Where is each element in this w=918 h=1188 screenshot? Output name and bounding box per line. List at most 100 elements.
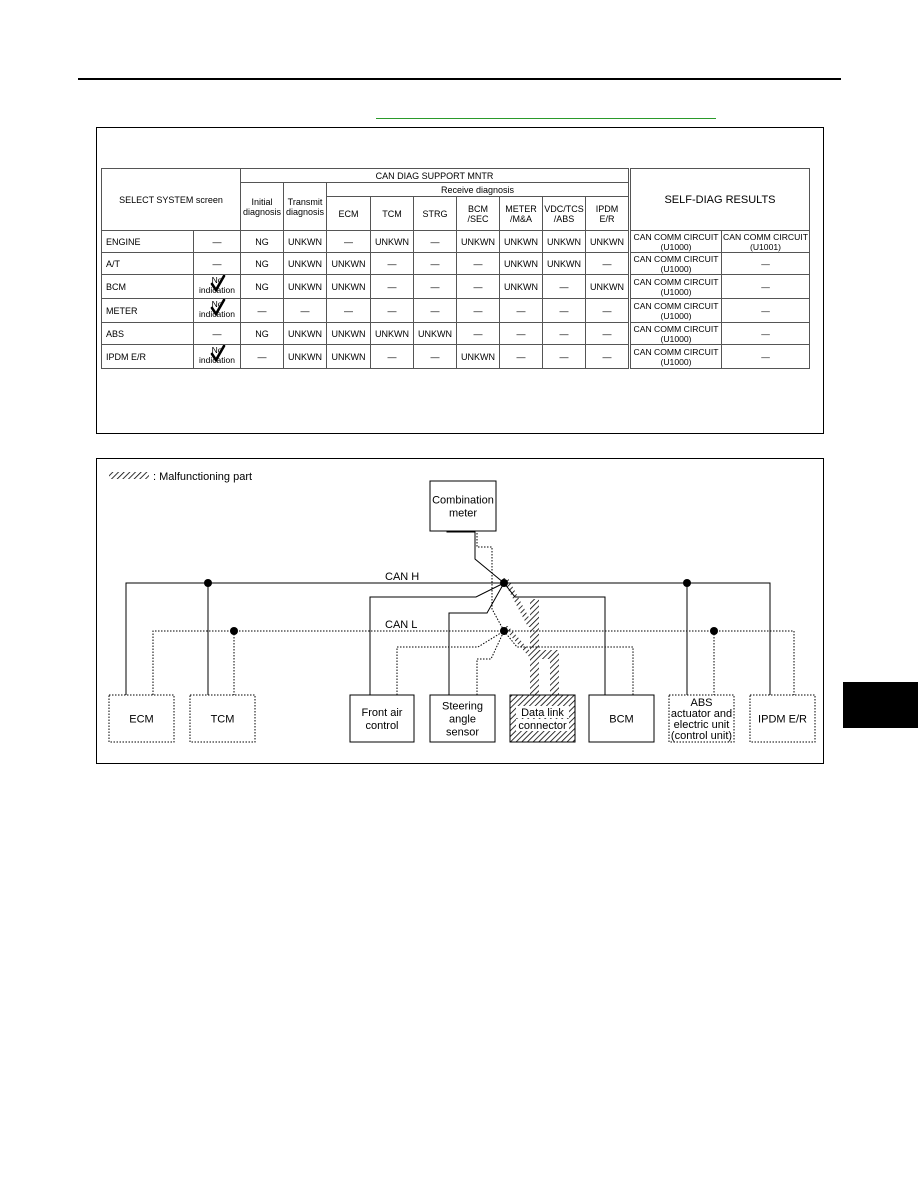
diag-value-cell: UNKWN (499, 252, 543, 275)
system-status-cell: — (193, 252, 241, 275)
diag-value-cell: UNKWN (456, 230, 500, 253)
diag-value-cell: NG (240, 274, 284, 299)
can-l-label: CAN L (385, 619, 417, 631)
diag-value-cell: UNKWN (542, 252, 586, 275)
self-diag-result-cell: CAN COMM CIRCUIT(U1000) (630, 344, 722, 369)
system-name-cell: BCM (101, 274, 194, 299)
diag-value-cell: UNKWN (283, 230, 327, 253)
diag-value-cell: — (585, 322, 629, 345)
can-h-label: CAN H (385, 571, 419, 583)
can-diag-table: SELECT SYSTEM screen CAN DIAG SUPPORT MN… (101, 168, 810, 369)
diag-value-cell: UNKWN (499, 274, 543, 299)
unit-label: angle (449, 714, 476, 726)
system-name-cell: ABS (101, 322, 194, 345)
self-diag-result-cell: CAN COMM CIRCUIT(U1000) (630, 274, 722, 299)
system-name-cell: A/T (101, 252, 194, 275)
diag-value-cell: — (499, 344, 543, 369)
checkmark-icon (210, 299, 226, 317)
diag-value-cell: — (413, 344, 457, 369)
diag-value-cell: — (456, 322, 500, 345)
diag-value-cell: — (542, 344, 586, 369)
self-diag-result-cell: — (721, 274, 810, 299)
diag-value-cell: — (542, 274, 586, 299)
diag-value-cell: — (413, 274, 457, 299)
self-diag-result-cell: — (721, 252, 810, 275)
unit-label: connector (518, 720, 567, 732)
unit-label: meter (449, 508, 477, 520)
unit-label: IPDM E/R (758, 714, 807, 726)
unit-label: control (365, 720, 398, 732)
diag-value-cell: UNKWN (326, 274, 371, 299)
diag-value-cell: UNKWN (283, 322, 327, 345)
legend-hatch-swatch (109, 472, 149, 479)
system-name-cell: METER (101, 298, 194, 323)
self-diag-result-cell: CAN COMM CIRCUIT(U1000) (630, 298, 722, 323)
header-link-underline (376, 118, 716, 119)
can-h-bus (125, 503, 771, 695)
unit-label: Combination (432, 495, 494, 507)
unit-label: electric unit (674, 719, 730, 731)
can-diagram-panel: : Malfunctioning part (96, 458, 824, 764)
diag-value-cell: — (542, 322, 586, 345)
diag-value-cell: — (370, 344, 414, 369)
system-status-cell: — (193, 322, 241, 345)
unit-label: Front air (362, 707, 403, 719)
diag-value-cell: — (456, 252, 500, 275)
receive-col-header: STRG (413, 196, 457, 231)
unit-label: BCM (609, 714, 633, 726)
receive-col-header: ECM (326, 196, 371, 231)
diag-value-cell: UNKWN (585, 230, 629, 253)
unit-label: TCM (211, 714, 235, 726)
receive-col-header: TCM (370, 196, 414, 231)
diag-value-cell: UNKWN (370, 322, 414, 345)
diag-value-cell: UNKWN (585, 274, 629, 299)
diag-value-cell: — (283, 298, 327, 323)
diag-value-cell: — (326, 230, 371, 253)
receive-diagnosis-header: Receive diagnosis (326, 182, 629, 197)
diag-value-cell: — (370, 298, 414, 323)
diag-value-cell: — (499, 322, 543, 345)
ecm-box: ECM (108, 694, 175, 743)
diag-value-cell: NG (240, 230, 284, 253)
self-diag-result-cell: — (721, 322, 810, 345)
diag-value-cell: UNKWN (326, 344, 371, 369)
header-rule (78, 78, 841, 80)
diag-value-cell: — (370, 252, 414, 275)
receive-col-header: METER/M&A (499, 196, 543, 231)
unit-label: sensor (446, 727, 479, 739)
checkmark-icon (210, 275, 226, 293)
diag-value-cell: — (240, 298, 284, 323)
unit-label: actuator and (671, 708, 732, 720)
unit-label: Data link (521, 707, 564, 719)
bcm-box: BCM (588, 694, 655, 743)
diag-value-cell: UNKWN (499, 230, 543, 253)
can-l-bus (152, 503, 795, 695)
section-tab (843, 682, 918, 728)
self-diag-result-cell: — (721, 298, 810, 323)
ipdm-box: IPDM E/R (749, 694, 816, 743)
system-name-cell: ENGINE (101, 230, 194, 253)
diag-value-cell: — (413, 252, 457, 275)
diag-value-cell: NG (240, 322, 284, 345)
diag-value-cell: UNKWN (283, 274, 327, 299)
self-diag-result-cell: CAN COMM CIRCUIT(U1000) (630, 252, 722, 275)
diag-value-cell: — (456, 274, 500, 299)
diag-value-cell: — (585, 252, 629, 275)
self-diag-result-cell: CAN COMM CIRCUIT(U1001) (721, 230, 810, 253)
diag-value-cell: UNKWN (326, 322, 371, 345)
receive-col-header: VDC/TCS/ABS (542, 196, 586, 231)
tcm-box: TCM (189, 694, 256, 743)
system-name-cell: IPDM E/R (101, 344, 194, 369)
